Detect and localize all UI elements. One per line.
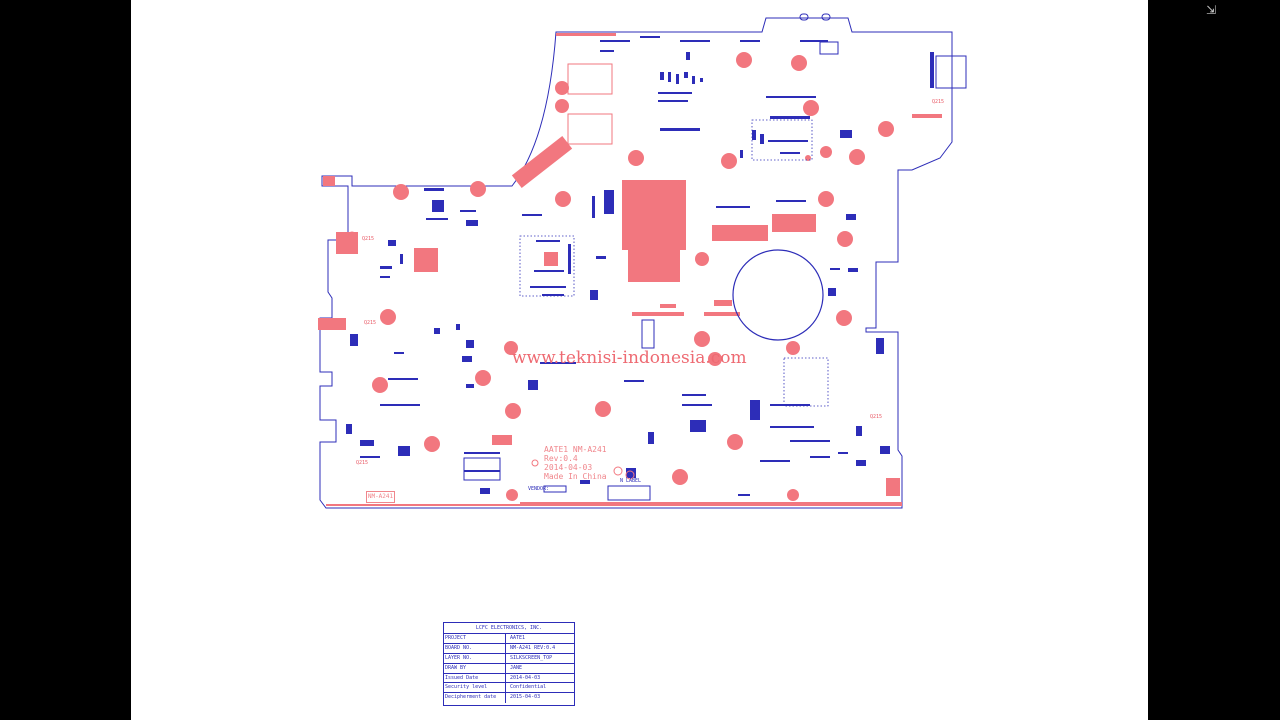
row-value: NM-A241 REV:0.4 [510,644,556,651]
pdf-page [131,0,1148,720]
title-block: LCFC ELECTRONICS, INC. PROJECT AATE1 BOAR… [443,622,575,706]
row-key: LAYER NO. [444,653,506,663]
row-key: Decipherment date [444,693,506,704]
title-block-row: Decipherment date 2015-04-03 [444,693,574,704]
watermark: www.teknisi-indonesia.com [512,348,747,368]
ref-label: Q215 [870,414,883,420]
ref-label: Q215 [364,320,377,326]
silkscreen-model: AATE1 NM-A241 [544,445,607,454]
board-corner-label: NM-A241 [366,491,395,503]
title-block-row: BOARD NO. NM-A241 REV:0.4 [444,643,574,654]
silkscreen-origin: Made In China [544,472,607,481]
title-block-company: LCFC ELECTRONICS, INC. [444,623,574,634]
ref-label: Q215 [932,99,945,105]
row-key: PROJECT [444,634,506,643]
row-value: JANE [510,664,523,671]
ref-label: Q215 [356,460,369,466]
sticker-label: N LABEL [620,478,642,484]
title-block-row: PROJECT AATE1 [444,634,574,644]
row-value: SILKSCREEN_TOP [510,654,553,661]
ref-label: Q215 [362,236,375,242]
row-key: DRAW BY [444,663,506,673]
silkscreen-date: 2014-04-03 [544,463,593,472]
title-block-row: LAYER NO. SILKSCREEN_TOP [444,653,574,664]
row-value: 2015-04-03 [510,694,541,701]
row-key: Issued Date [444,673,506,683]
row-value: AATE1 [510,635,526,641]
row-value: Confidential [510,684,547,691]
row-key: BOARD NO. [444,643,506,653]
row-value: 2014-04-03 [510,674,541,681]
title-block-row: Issued Date 2014-04-03 [444,673,574,684]
title-block-row: DRAW BY JANE [444,663,574,674]
title-block-row: Security level Confidential [444,683,574,694]
vendor-label: VENDOR: [528,486,550,492]
silkscreen-rev: Rev:0.4 [544,454,578,463]
exit-fullscreen-icon[interactable]: ⇲ [1205,3,1217,17]
board-outline [319,17,953,509]
row-key: Security level [444,683,506,693]
